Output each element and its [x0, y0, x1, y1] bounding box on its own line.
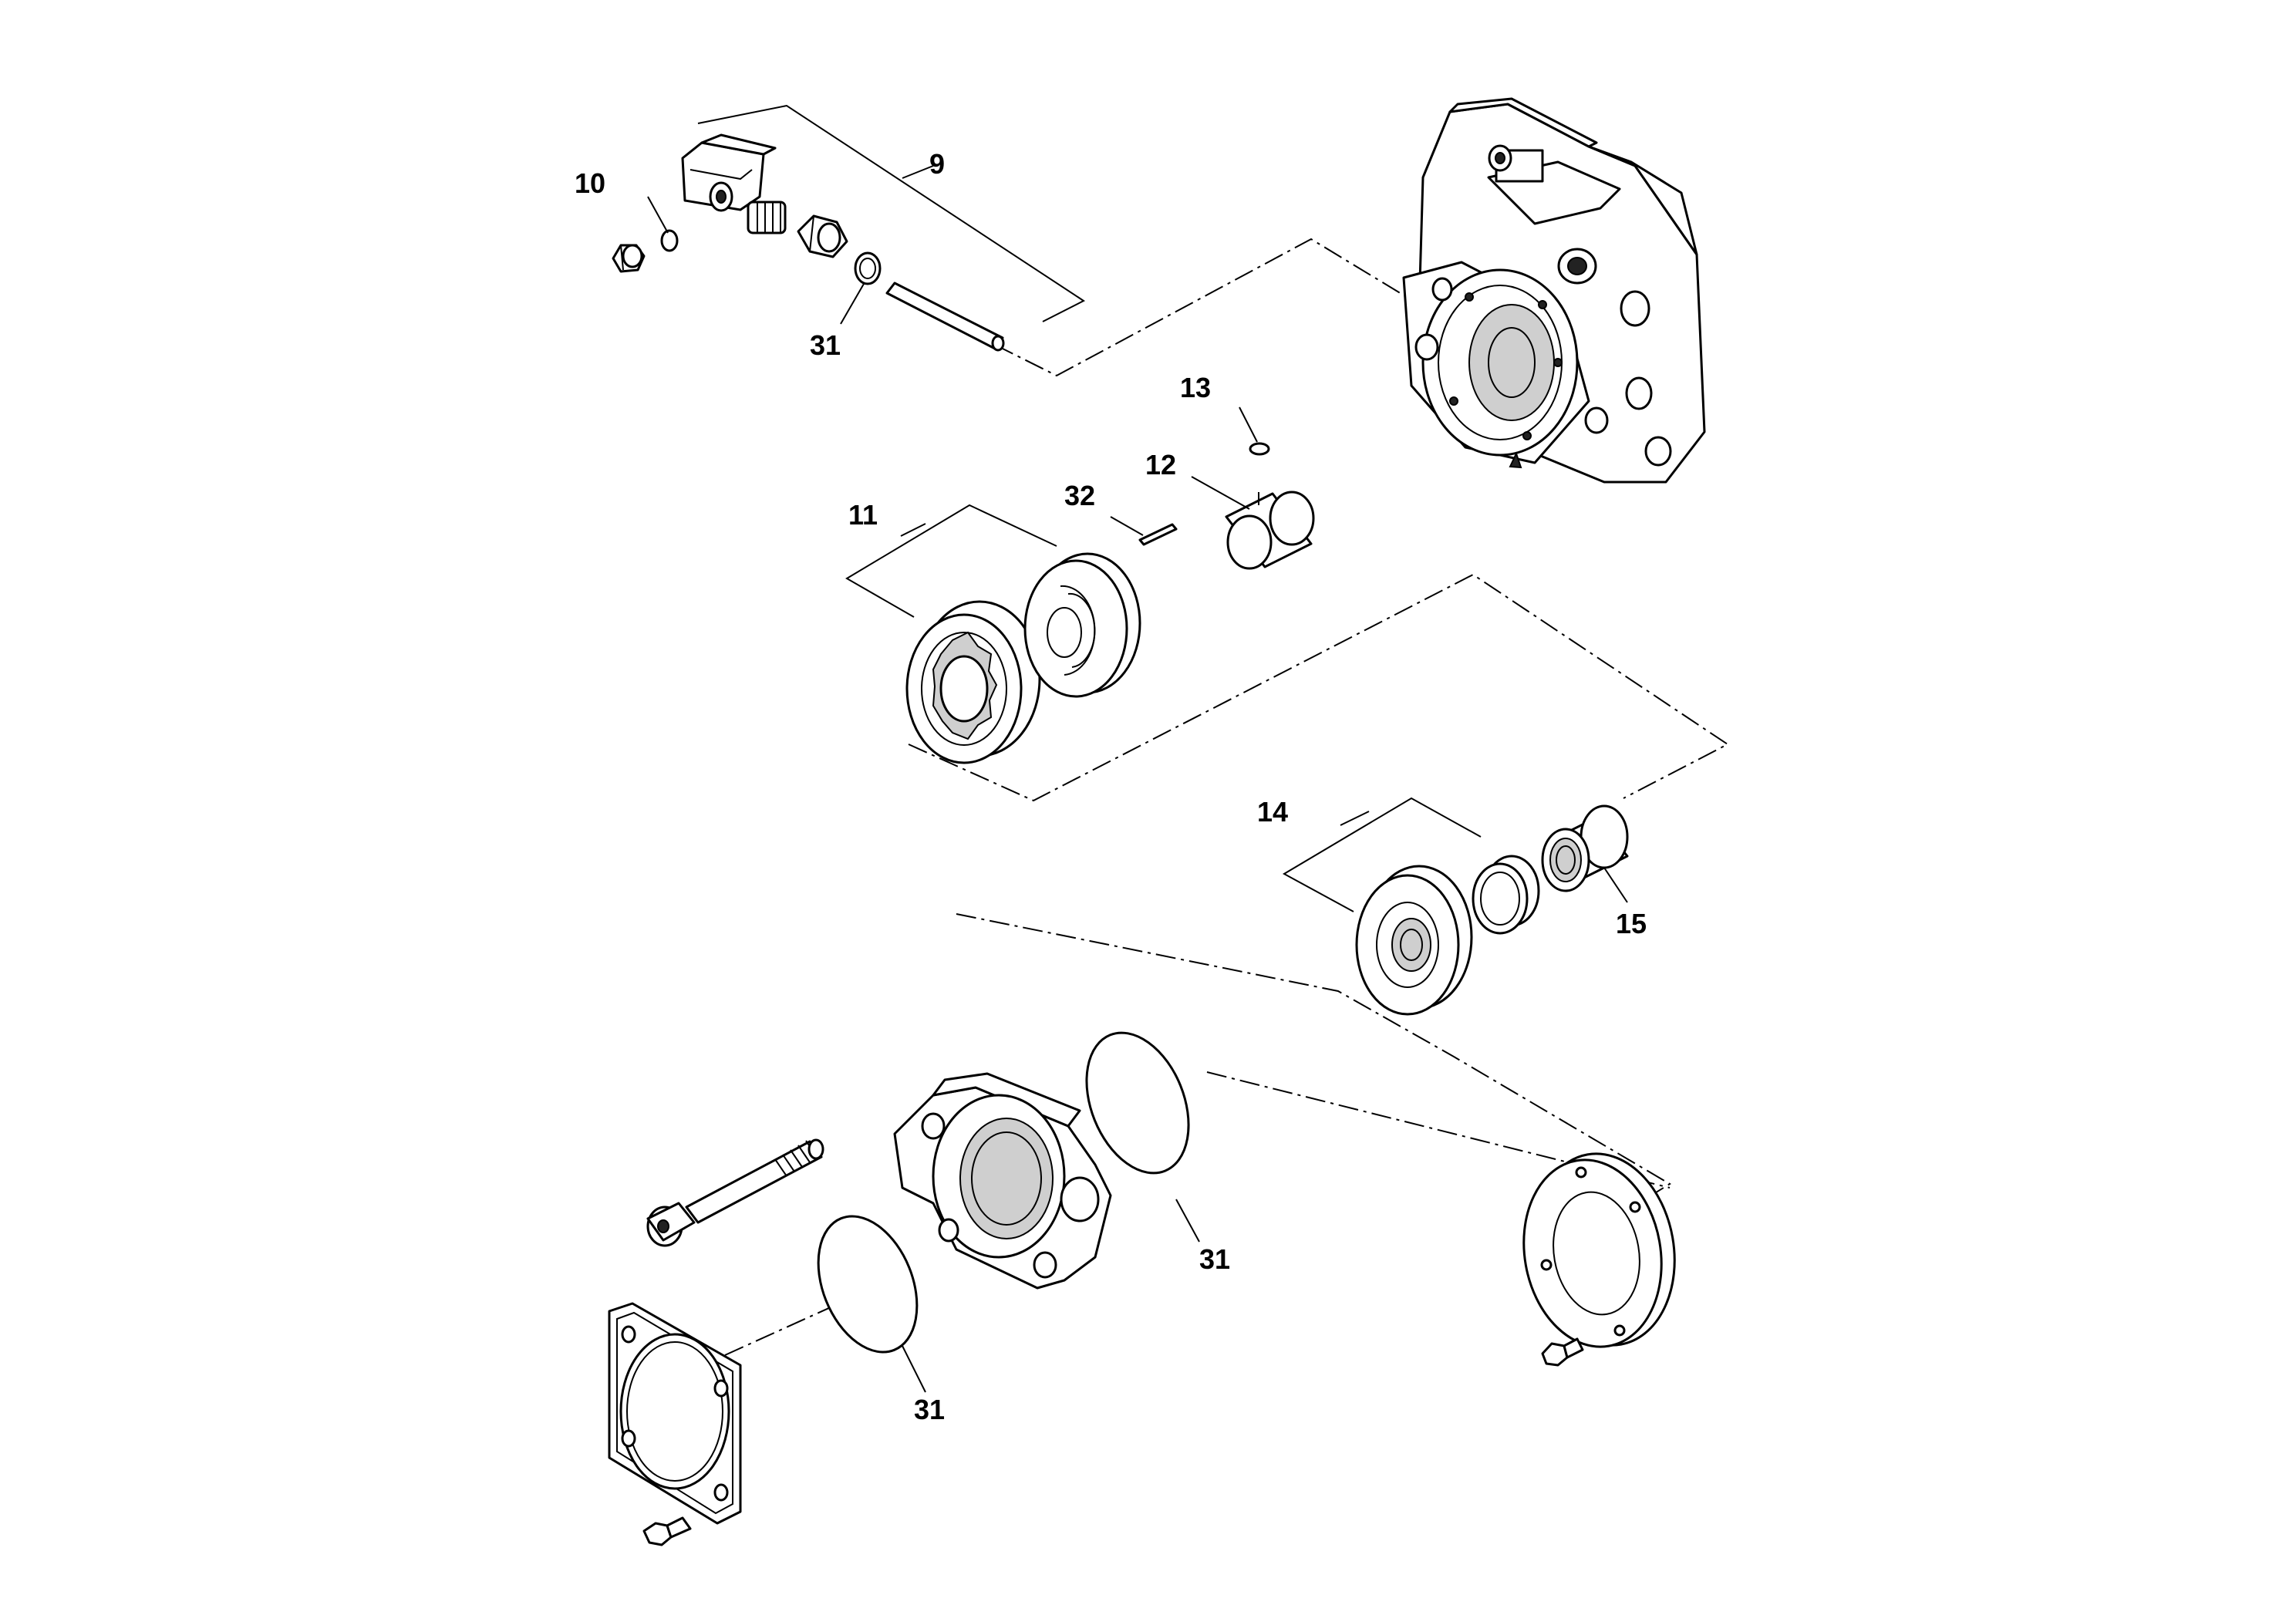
pump-housing	[1402, 97, 1706, 484]
seal-carrier-14	[1355, 865, 1473, 1016]
cover-flange-round	[1522, 1152, 1676, 1348]
end-plate-square	[608, 1302, 742, 1525]
bearing-11	[905, 600, 1041, 764]
fitting-threaded-stem	[747, 201, 787, 234]
callout-11: 11	[848, 499, 878, 531]
bolt-bottom-left	[642, 1516, 692, 1546]
o-ring-31-left	[817, 1215, 919, 1354]
washer-10	[660, 229, 679, 252]
bracket-14	[1282, 797, 1482, 912]
pin-32	[1138, 523, 1178, 546]
bracket-9	[697, 104, 1085, 322]
key-13	[1249, 442, 1270, 456]
plate-11	[1023, 552, 1141, 698]
o-ring-31-middle	[1085, 1031, 1190, 1175]
bracket-11	[845, 504, 1057, 618]
o-ring-small	[854, 251, 882, 285]
callout-10: 10	[575, 167, 605, 199]
plug-bolt-10	[612, 244, 646, 273]
needle-bearing-15	[1541, 804, 1629, 892]
bolt-bottom-right	[1541, 1337, 1584, 1367]
callout-14: 14	[1257, 796, 1288, 828]
tube	[885, 282, 1005, 352]
cap-screw	[646, 1138, 824, 1247]
callout-9: 9	[929, 148, 945, 180]
hex-nut	[797, 214, 848, 258]
leader-lines	[647, 196, 1628, 1393]
callout-32: 32	[1064, 480, 1095, 511]
callout-13: 13	[1180, 372, 1211, 403]
callout-12: 12	[1145, 449, 1176, 481]
callout-15: 15	[1616, 908, 1647, 939]
callout-31-right: 31	[1199, 1243, 1230, 1275]
bushing-12	[1225, 491, 1315, 570]
fitting-body	[681, 133, 777, 212]
callout-31-bottom: 31	[914, 1394, 945, 1425]
callout-31-top: 31	[810, 329, 841, 361]
seal-ring-14	[1472, 855, 1540, 935]
adapter-flange	[893, 1072, 1112, 1290]
